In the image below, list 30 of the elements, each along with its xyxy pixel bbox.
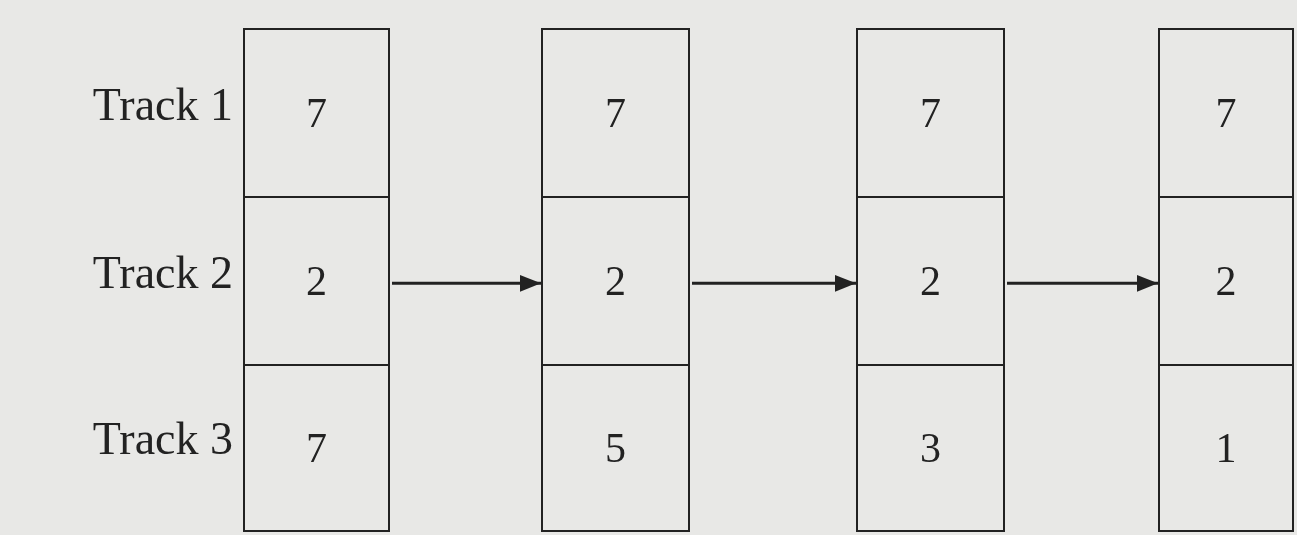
row-label: Track 2 — [91, 246, 233, 299]
cell-value: 7 — [306, 89, 327, 137]
cell-value: 7 — [605, 89, 626, 137]
array-cell — [856, 196, 1005, 366]
cell-value: 7 — [306, 424, 327, 472]
cell-value: 2 — [920, 257, 941, 305]
cell-value: 2 — [605, 257, 626, 305]
array-cell — [243, 364, 390, 532]
arrow — [392, 274, 541, 292]
array-cell — [856, 28, 1005, 198]
row-label: Track 1 — [91, 78, 233, 131]
array-cell — [541, 28, 690, 198]
cell-value: 3 — [920, 424, 941, 472]
cell-value: 2 — [1215, 257, 1237, 305]
row-label: Track 3 — [91, 412, 233, 465]
array-cell — [541, 196, 690, 366]
arrow — [692, 274, 856, 292]
cell-value: 2 — [306, 257, 327, 305]
array-cell — [1158, 364, 1294, 532]
array-cell — [1158, 196, 1294, 366]
arrow — [1007, 274, 1158, 292]
array-cell — [856, 364, 1005, 532]
array-cell — [1158, 28, 1294, 198]
cell-value: 5 — [605, 424, 626, 472]
array-cell — [243, 196, 390, 366]
cell-value: 7 — [1215, 89, 1237, 137]
array-cell — [243, 28, 390, 198]
array-cell — [541, 364, 690, 532]
cell-value: 1 — [1215, 424, 1237, 472]
cell-value: 7 — [920, 89, 941, 137]
